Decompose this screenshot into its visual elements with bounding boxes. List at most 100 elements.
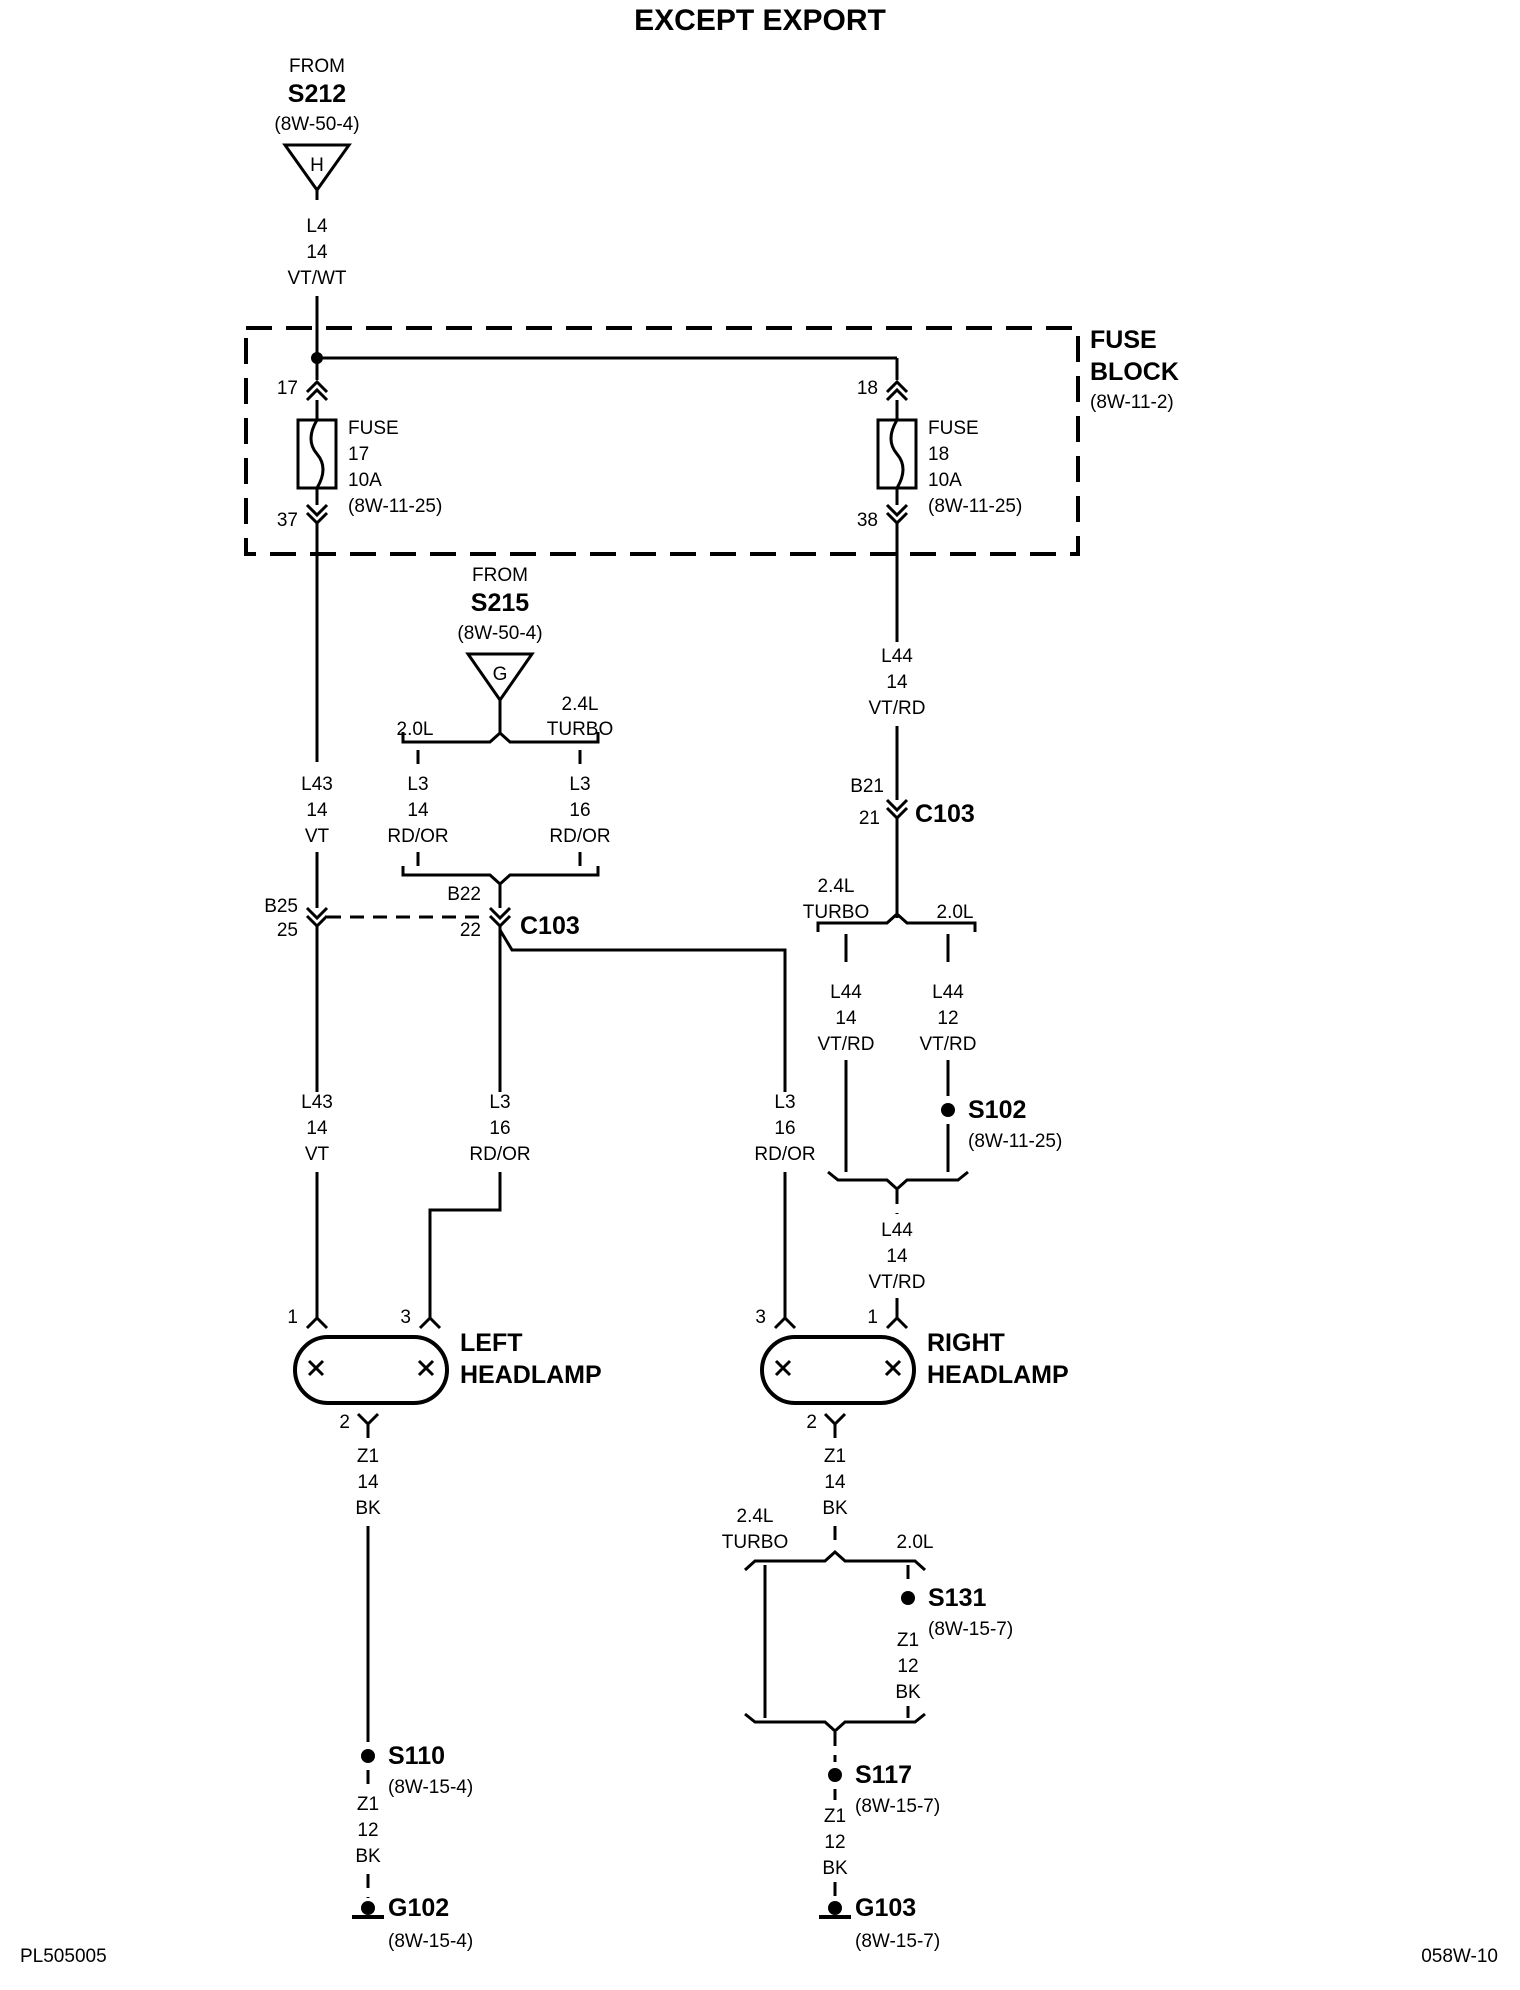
- source-tag: H: [310, 155, 324, 176]
- connector-pin-out: [885, 503, 909, 526]
- svg-text:12: 12: [824, 1832, 845, 1853]
- svg-text:Z1: Z1: [824, 1446, 846, 1467]
- svg-text:1: 1: [867, 1307, 878, 1328]
- svg-text:S110: S110: [388, 1742, 445, 1770]
- ground-icon: [828, 1901, 842, 1915]
- svg-text:L4: L4: [306, 216, 328, 237]
- svg-text:1: 1: [287, 1307, 298, 1328]
- option-bracket: [827, 1170, 969, 1192]
- option-label-turbo: TURBO: [722, 1532, 789, 1553]
- option-bracket: [743, 1549, 927, 1572]
- filament-x: [774, 1359, 792, 1377]
- connector-pin: [418, 1315, 442, 1330]
- svg-text:B25: B25: [264, 896, 298, 917]
- svg-text:L3: L3: [489, 1092, 510, 1113]
- wire-label-l3-2-0l: L3 14 RD/OR: [387, 774, 448, 847]
- svg-text:L3: L3: [569, 774, 590, 795]
- connector-pin-in: [885, 379, 909, 402]
- wire-label-z1-left-upper: Z1 14 BK: [355, 1446, 381, 1519]
- source-splice-name: S212: [288, 80, 346, 108]
- svg-text:VT: VT: [305, 1144, 330, 1165]
- connector-name: C103: [520, 912, 580, 940]
- fuse-18: 18 38 FUSE 18 10A (8W-11-25): [857, 378, 1022, 531]
- svg-text:14: 14: [824, 1472, 846, 1493]
- svg-text:16: 16: [774, 1118, 795, 1139]
- option-bracket: [744, 1712, 926, 1734]
- source-from-label: FROM: [472, 565, 528, 586]
- svg-text:S102: S102: [968, 1096, 1026, 1124]
- filament-x: [884, 1359, 902, 1377]
- connector-pin: [823, 1412, 847, 1427]
- svg-text:14: 14: [886, 672, 908, 693]
- option-bracket: [816, 911, 977, 932]
- svg-text:22: 22: [460, 920, 481, 941]
- footer-right-code: 058W-10: [1421, 1946, 1498, 1967]
- svg-text:(8W-15-4): (8W-15-4): [388, 1931, 473, 1952]
- splice-dot: [901, 1591, 915, 1605]
- svg-text:BK: BK: [822, 1498, 848, 1519]
- svg-text:2: 2: [806, 1412, 817, 1433]
- svg-text:FUSE: FUSE: [348, 418, 399, 439]
- svg-text:14: 14: [306, 800, 328, 821]
- source-s215: FROM S215 (8W-50-4) G: [457, 565, 543, 703]
- source-s212: FROM S212 (8W-50-4) H: [274, 56, 360, 193]
- option-label-2-4l: 2.4L: [562, 694, 599, 715]
- svg-text:(8W-11-25): (8W-11-25): [348, 496, 442, 517]
- connector-pin: [305, 1315, 329, 1330]
- splice-dot: [828, 1768, 842, 1782]
- svg-text:18: 18: [857, 378, 878, 399]
- svg-text:Z1: Z1: [357, 1446, 379, 1467]
- option-label-turbo: TURBO: [547, 719, 614, 740]
- svg-text:12: 12: [357, 1820, 378, 1841]
- fuse-17: 17 37 FUSE 17 10A (8W-11-25): [277, 378, 442, 531]
- svg-text:BK: BK: [355, 1846, 381, 1867]
- svg-text:RD/OR: RD/OR: [549, 826, 610, 847]
- svg-text:17: 17: [348, 444, 369, 465]
- svg-text:VT/RD: VT/RD: [869, 698, 926, 719]
- ground-icon: [361, 1901, 375, 1915]
- wire-label-l44-2-4l: L44 14 VT/RD: [818, 982, 875, 1055]
- svg-text:14: 14: [306, 242, 328, 263]
- headlamp-bulb: [760, 1335, 916, 1405]
- wire-label-l44-2-0l: L44 12 VT/RD: [920, 982, 977, 1055]
- option-label-2-0l: 2.0L: [397, 719, 434, 740]
- left-headlamp: 1 3 LEFT HEADLAMP 2: [287, 1307, 601, 1433]
- svg-text:BLOCK: BLOCK: [1090, 358, 1179, 386]
- connector-pin: [773, 1315, 797, 1330]
- diagram-title: EXCEPT EXPORT: [634, 4, 886, 37]
- svg-text:B22: B22: [447, 884, 481, 905]
- svg-text:BK: BK: [822, 1858, 848, 1879]
- splice-dot: [941, 1103, 955, 1117]
- svg-text:HEADLAMP: HEADLAMP: [927, 1361, 1069, 1389]
- wire-label-l4: L4 14 VT/WT: [287, 216, 346, 289]
- source-tag: G: [493, 664, 508, 685]
- svg-text:L43: L43: [301, 1092, 333, 1113]
- source-from-label: FROM: [289, 56, 345, 77]
- svg-text:14: 14: [886, 1246, 908, 1267]
- svg-text:VT/RD: VT/RD: [818, 1034, 875, 1055]
- svg-text:L44: L44: [932, 982, 964, 1003]
- svg-text:14: 14: [407, 800, 429, 821]
- svg-text:(8W-11-2): (8W-11-2): [1090, 392, 1174, 413]
- svg-text:18: 18: [928, 444, 949, 465]
- splice-s117: S117 (8W-15-7): [828, 1761, 940, 1817]
- svg-text:(8W-15-7): (8W-15-7): [855, 1931, 940, 1952]
- option-label-turbo: TURBO: [803, 902, 870, 923]
- option-label-2-4l: 2.4L: [737, 1506, 774, 1527]
- wire-l3-right: [498, 929, 787, 1092]
- svg-text:14: 14: [357, 1472, 379, 1493]
- wire-label-l44-bottom: L44 14 VT/RD: [869, 1220, 926, 1293]
- svg-text:16: 16: [569, 800, 590, 821]
- wire-label-l3-2-4l: L3 16 RD/OR: [549, 774, 610, 847]
- svg-text:L3: L3: [774, 1092, 795, 1113]
- svg-text:(8W-15-7): (8W-15-7): [928, 1619, 1013, 1640]
- option-bracket: [401, 866, 600, 887]
- svg-text:21: 21: [859, 808, 880, 829]
- connector-pin-in: [305, 379, 329, 402]
- wire-label-z1-right-lower: Z1 12 BK: [822, 1806, 848, 1879]
- svg-text:37: 37: [277, 510, 298, 531]
- svg-text:RIGHT: RIGHT: [927, 1329, 1005, 1357]
- svg-text:(8W-11-25): (8W-11-25): [968, 1131, 1062, 1152]
- svg-text:G102: G102: [388, 1894, 449, 1922]
